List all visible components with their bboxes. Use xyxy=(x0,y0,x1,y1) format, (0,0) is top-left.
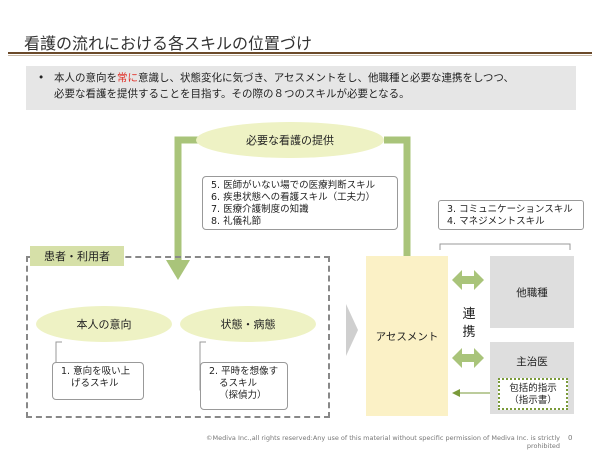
collab-bracket xyxy=(439,243,571,250)
skill-2-line-1: 2. 平時を想像す xyxy=(209,366,279,377)
assessment-box: アセスメント xyxy=(366,256,448,416)
intent-label: 本人の意向 xyxy=(76,318,132,331)
instruction-line-2: （指示書） xyxy=(509,395,557,406)
skill-2-line-2: るスキル xyxy=(219,378,258,389)
double-arrow-top xyxy=(452,270,484,290)
doctor-label: 主治医 xyxy=(516,356,548,368)
summary-box: • 本人の意向を常に意識し、状態変化に気づき、アセスメントをし、他職種と必要な連… xyxy=(26,66,576,110)
provision-ellipse: 必要な看護の提供 xyxy=(196,122,384,158)
skill-1-box: 1. 意向を吸い上 げるスキル xyxy=(52,362,144,400)
collab-char-1: 連 xyxy=(462,307,476,322)
skill-2-box: 2. 平時を想像す るスキル （探偵力） xyxy=(200,362,288,410)
skill-2-line-3: （探偵力） xyxy=(219,390,267,401)
title-rule xyxy=(8,52,592,54)
bullet: • xyxy=(38,72,45,84)
skill-5: 5. 医師がいない場での医療判断スキル xyxy=(211,180,376,191)
instruction-arrow-head xyxy=(452,389,460,397)
collab-vertical-label: 連 携 xyxy=(462,306,476,342)
skill-4: 4. マネジメントスキル xyxy=(447,216,545,227)
page-title: 看護の流れにおける各スキルの位置づけ xyxy=(24,34,313,53)
skill-3: 3. コミュニケーションスキル xyxy=(447,204,573,215)
instruction-box: 包括的指示 （指示書） xyxy=(498,378,568,410)
other-staff-label: 他職種 xyxy=(516,286,548,299)
right-loop-line xyxy=(384,136,411,256)
assessment-label: アセスメント xyxy=(375,330,439,343)
summary-line-2: 必要な看護を提供することを目指す。その際の８つのスキルが必要となる。 xyxy=(54,88,410,100)
intent-ellipse: 本人の意向 xyxy=(36,306,172,342)
collab-skills-box: 3. コミュニケーションスキル 4. マネジメントスキル xyxy=(438,200,584,230)
flow-chevron-shape xyxy=(346,304,358,356)
instruction-line-1: 包括的指示 xyxy=(509,383,557,394)
emphasis-text: 常に xyxy=(117,72,138,84)
patient-tab: 患者・利用者 xyxy=(30,246,124,266)
skill-1-line-1: 1. 意向を吸い上 xyxy=(61,366,131,377)
patient-area xyxy=(26,256,330,418)
state-ellipse: 状態・病態 xyxy=(180,306,316,342)
skill-8: 8. 礼儀礼節 xyxy=(211,216,262,227)
other-staff-box: 他職種 xyxy=(490,256,574,328)
summary-line-1: 本人の意向を常に意識し、状態変化に気づき、アセスメントをし、他職種と必要な連携を… xyxy=(54,72,515,84)
provision-label: 必要な看護の提供 xyxy=(246,134,334,147)
patient-tab-label: 患者・利用者 xyxy=(44,250,110,263)
state-label: 状態・病態 xyxy=(220,318,276,331)
left-loop-arrow xyxy=(174,136,203,262)
title-rule-thin xyxy=(8,55,592,56)
skill-6: 6. 疾患状態への看護スキル（工夫力） xyxy=(211,192,376,203)
provision-skills-box: 5. 医師がいない場での医療判断スキル 6. 疾患状態への看護スキル（工夫力） … xyxy=(202,176,398,230)
left-arrow-head xyxy=(166,260,190,280)
page-number: 0 xyxy=(568,434,573,442)
skill-7: 7. 医療介護制度の知識 xyxy=(211,204,309,215)
copyright-footer: ©Mediva Inc.,all rights reserved:Any use… xyxy=(206,434,560,450)
double-arrow-bottom xyxy=(452,348,484,368)
collab-char-2: 携 xyxy=(462,325,476,340)
skill-1-line-2: げるスキル xyxy=(71,378,119,389)
